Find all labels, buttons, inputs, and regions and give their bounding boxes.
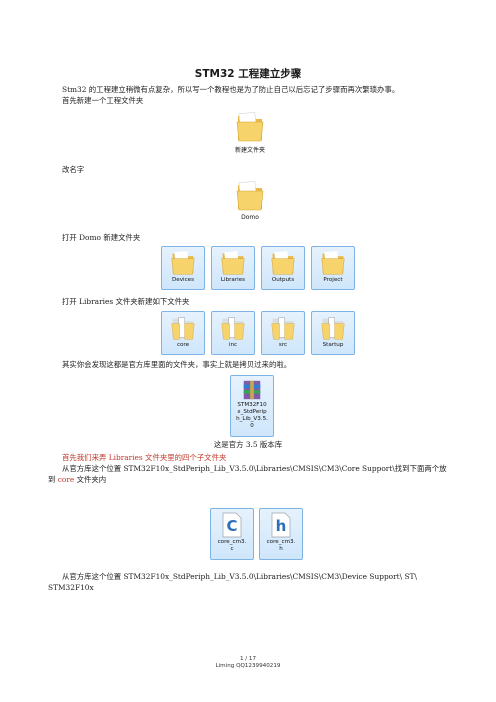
folder-label: inc bbox=[228, 342, 238, 348]
copy-core-line-2: 到 core 文件夹内 bbox=[48, 475, 106, 485]
folder-tile-src[interactable]: src bbox=[261, 311, 305, 355]
file-label: core_cm3. h bbox=[266, 539, 296, 552]
rename-text: 改名字 bbox=[62, 165, 85, 174]
file-tile-core-cm3-h[interactable]: h core_cm3. h bbox=[259, 508, 303, 560]
winrar-archive-icon bbox=[243, 380, 261, 400]
folder-label: Libraries bbox=[220, 277, 246, 283]
copy-device-line-1: 从官方库这个位置 STM32F10x_StdPeriph_Lib_V3.5.0\… bbox=[62, 572, 417, 581]
domo-folder-item[interactable]: Domo bbox=[226, 179, 274, 221]
folder-label: Devices bbox=[171, 277, 195, 283]
explain-text: 其实你会发现这都是官方库里面的文件夹，事实上就是拷贝过来的啦。 bbox=[62, 360, 292, 369]
open-libraries-text: 打开 Libraries 文件夹新建如下文件夹 bbox=[62, 297, 190, 306]
file-h-icon: h bbox=[271, 512, 291, 538]
file-tile-core-cm3-c[interactable]: C core_cm3. c bbox=[210, 508, 254, 560]
open-domo-text: 打开 Domo 新建文件夹 bbox=[62, 233, 141, 242]
folder-icon bbox=[321, 251, 345, 275]
core-folder-name: core bbox=[57, 475, 75, 484]
new-folder-label: 新建文件夹 bbox=[234, 147, 265, 154]
copy-core-suffix: 文件夹内 bbox=[74, 475, 107, 484]
folder-icon bbox=[321, 317, 345, 340]
folder-tile-devices[interactable]: Devices bbox=[161, 246, 205, 290]
folder-icon bbox=[171, 317, 195, 340]
folder-tile-inc[interactable]: inc bbox=[211, 311, 255, 355]
folder-label: Outputs bbox=[271, 277, 295, 283]
folder-label: src bbox=[278, 342, 288, 348]
footer-page-number: 1 / 17 bbox=[239, 656, 257, 662]
intro-line-2: 首先新建一个工程文件夹 bbox=[62, 96, 144, 105]
folder-tile-startup[interactable]: Startup bbox=[311, 311, 355, 355]
stdlib-archive-tile[interactable]: STM32F10 x_StdPerip h_Lib_V3.5. 0 bbox=[230, 375, 274, 437]
copy-device-line-2: STM32F10x bbox=[48, 583, 94, 592]
folder-icon bbox=[236, 180, 264, 211]
domo-folder-label: Domo bbox=[241, 214, 259, 221]
file-letter: h bbox=[276, 517, 287, 535]
folder-label: core bbox=[176, 342, 190, 348]
folder-icon bbox=[271, 251, 295, 275]
new-folder-item[interactable]: 新建文件夹 bbox=[226, 110, 274, 154]
page-title: STM32 工程建立步骤 bbox=[194, 68, 302, 80]
folder-tile-libraries[interactable]: Libraries bbox=[211, 246, 255, 290]
folder-tile-outputs[interactable]: Outputs bbox=[261, 246, 305, 290]
copy-core-prefix: 到 bbox=[48, 475, 58, 484]
red-heading: 首先我们来弄 Libraries 文件夹里的四个子文件夹 bbox=[62, 453, 227, 462]
folder-icon bbox=[221, 251, 245, 275]
folder-label: Project bbox=[323, 277, 343, 283]
stdlib-caption: 这是官方 3.5 版本库 bbox=[213, 440, 283, 449]
stdlib-archive-label: STM32F10 x_StdPerip h_Lib_V3.5. 0 bbox=[236, 402, 268, 429]
footer-author: Liming QQ1239940219 bbox=[215, 663, 281, 669]
file-c-icon: C bbox=[222, 512, 242, 538]
file-letter: C bbox=[226, 517, 237, 535]
folder-tile-project[interactable]: Project bbox=[311, 246, 355, 290]
folder-label: Startup bbox=[322, 342, 344, 348]
folder-icon bbox=[171, 251, 195, 275]
file-label: core_cm3. c bbox=[217, 539, 247, 552]
folder-tile-core[interactable]: core bbox=[161, 311, 205, 355]
intro-line-1: Stm32 的工程建立稍微有点复杂，所以写一个教程也是为了防止自己以后忘记了步骤… bbox=[62, 85, 400, 94]
folder-icon bbox=[236, 111, 264, 142]
copy-core-line-1: 从官方库这个位置 STM32F10x_StdPeriph_Lib_V3.5.0\… bbox=[62, 464, 447, 473]
folder-icon bbox=[221, 317, 245, 340]
folder-icon bbox=[271, 317, 295, 340]
